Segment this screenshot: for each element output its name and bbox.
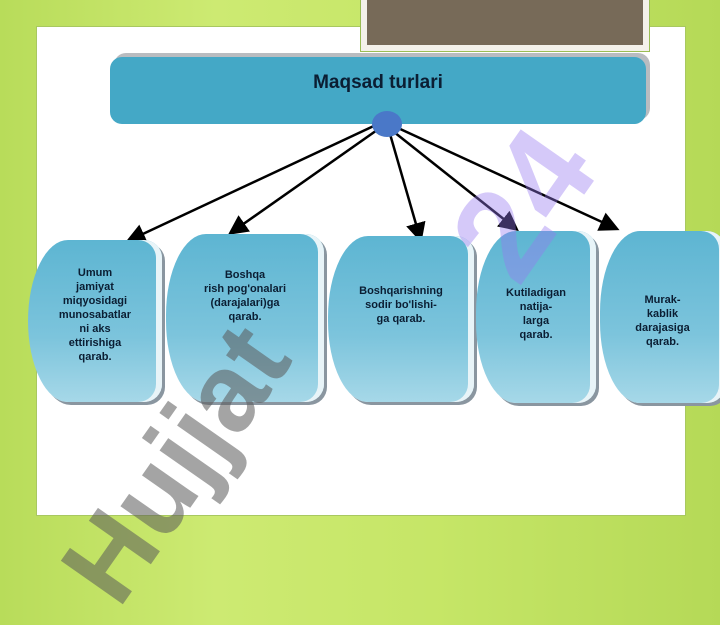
item-label: Kutiladigan natija- larga qarab. [506, 287, 566, 341]
category-item-4: Kutiladigan natija- larga qarab. [476, 231, 596, 403]
hub-node [372, 111, 402, 137]
item-label: Boshqarishning sodir bo'lishi- ga qarab. [359, 285, 443, 325]
arrow-5 [397, 126, 620, 231]
photo-image [367, 0, 643, 45]
title-bar: Maqsad turlari [110, 57, 646, 124]
category-item-5: Murak- kablik darajasiga qarab. [600, 231, 720, 403]
item-label: Murak- kablik darajasiga qarab. [635, 294, 690, 348]
item-label: Boshqa rish pog'onalari (darajalari)ga q… [203, 269, 287, 323]
arrow-2 [227, 126, 381, 235]
arrow-4 [393, 131, 519, 232]
photo-placeholder [360, 0, 650, 52]
connector-arrows [125, 111, 620, 243]
category-item-3: Boshqarishning sodir bo'lishi- ga qarab. [328, 236, 474, 402]
item-label: Umum jamiyat miqyosidagi munosabatlar ni… [58, 267, 132, 363]
slide-title: Maqsad turlari [313, 72, 443, 93]
arrow-3 [388, 133, 426, 243]
category-item-2: Boshqa rish pog'onalari (darajalari)ga q… [166, 234, 324, 402]
arrow-1 [125, 122, 379, 243]
category-item-1: Umum jamiyat miqyosidagi munosabatlar ni… [28, 240, 162, 402]
